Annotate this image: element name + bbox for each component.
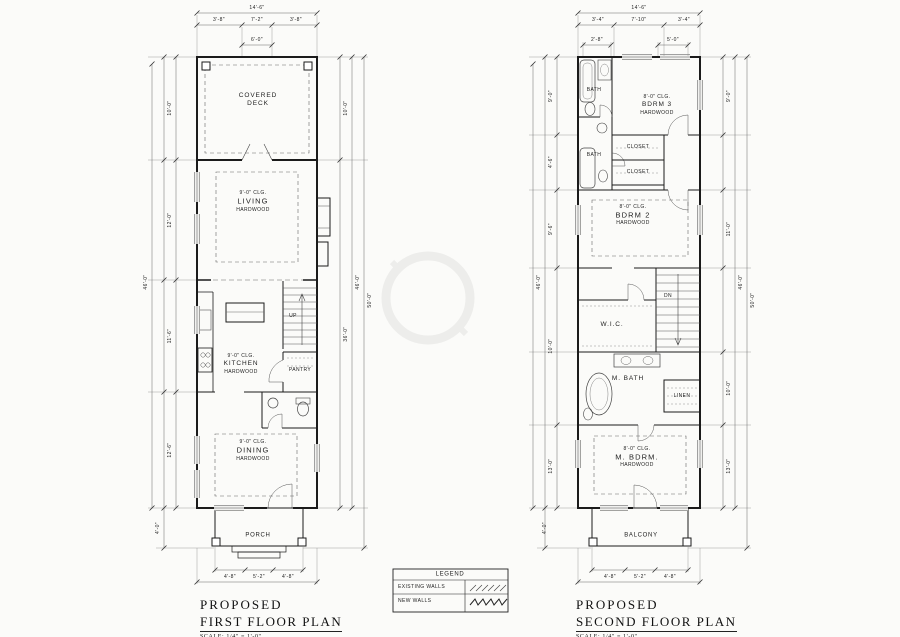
dim-text: 2'-8" [591, 37, 603, 43]
mbdrm-floor-note: HARDWOOD [620, 462, 654, 468]
bdrm3-floor-note: HARDWOOD [640, 110, 674, 116]
dim-text: 3'-8" [290, 17, 302, 23]
dim-text: 4'-0" [542, 522, 548, 534]
living-floor-note: HARDWOOD [236, 207, 270, 213]
dim-text: 4'-8" [224, 574, 236, 580]
room-label-closet-a: CLOSET [626, 144, 650, 150]
bdrm2-ceiling-note: 8'-0" CLG. [619, 204, 647, 210]
room-label-wic: W.I.C. [600, 321, 624, 329]
dim-text: 3'-4" [678, 17, 690, 23]
room-label-bdrm3: BDRM 3 [642, 101, 672, 109]
dim-text: 14'-6" [631, 5, 647, 11]
legend-existing-walls-label: EXISTING WALLS [398, 584, 446, 590]
dim-text: 46'-0" [738, 274, 744, 290]
dim-text: 10'-0" [548, 338, 554, 354]
first-floor-title-block: PROPOSED FIRST FLOOR PLAN SCALE: 1/4" = … [200, 597, 343, 637]
dim-text: 7'-10" [631, 17, 647, 23]
room-label-bath-hall: BATH [586, 152, 602, 158]
legend-new-walls-label: NEW WALLS [398, 598, 432, 604]
legend-box [392, 568, 509, 613]
legend-title: LEGEND [435, 571, 465, 578]
dim-text: 4'-8" [604, 574, 616, 580]
second-floor-scale-note: SCALE: 1/4" = 1'-0" [576, 634, 638, 637]
dim-text: 3'-8" [213, 17, 225, 23]
dim-text: 13'-0" [726, 458, 732, 474]
first-floor-scale-note: SCALE: 1/4" = 1'-0" [200, 634, 262, 637]
dim-text: 4'-0" [155, 522, 161, 534]
second-floor-plan [575, 54, 703, 547]
room-label-linen: LINEN [673, 393, 691, 399]
room-label-bath-front: BATH [586, 87, 602, 93]
first-floor-dimensions [148, 10, 368, 585]
dim-text: 50'-0" [750, 292, 756, 308]
dim-text: 10'-0" [343, 100, 349, 116]
watermark [381, 251, 475, 345]
mbdrm-ceiling-note: 8'-0" CLG. [623, 446, 651, 452]
dining-floor-note: HARDWOOD [236, 456, 270, 462]
dim-text: 4'-8" [664, 574, 676, 580]
dim-text: 11'-0" [726, 221, 732, 237]
first-floor-title-line2: FIRST FLOOR PLAN [200, 614, 343, 632]
room-label-covered-deck: COVERED DECK [238, 92, 278, 107]
room-label-kitchen: KITCHEN [223, 360, 259, 368]
room-label-bdrm2: BDRM 2 [615, 210, 651, 220]
dim-text: 3'-4" [592, 17, 604, 23]
second-floor-title-line2: SECOND FLOOR PLAN [576, 614, 737, 632]
dining-ceiling-note: 9'-0" CLG. [239, 439, 267, 445]
dim-text: 7'-2" [251, 17, 263, 23]
dim-text: 14'-6" [249, 5, 265, 11]
stair-dn-note: DN [663, 293, 673, 299]
second-floor-title-line1: PROPOSED [576, 597, 659, 612]
bdrm3-ceiling-note: 8'-0" CLG. [643, 94, 671, 100]
dim-text: 9'-0" [726, 90, 732, 102]
dim-text: 6'-0" [251, 37, 263, 43]
second-floor-title-block: PROPOSED SECOND FLOOR PLAN SCALE: 1/4" =… [576, 597, 737, 637]
dim-text: 5'-0" [667, 37, 679, 43]
room-label-balcony: BALCONY [624, 532, 658, 539]
room-label-living: LIVING [237, 196, 269, 206]
dim-text: 36'-0" [343, 326, 349, 342]
kitchen-ceiling-note: 9'-0" CLG. [227, 353, 255, 359]
living-ceiling-note: 9'-0" CLG. [239, 190, 267, 196]
first-floor-plan [194, 56, 331, 559]
room-label-pantry: PANTRY [288, 367, 312, 373]
dim-text: 4'-6" [548, 156, 554, 168]
room-label-mbath: M. BATH [611, 375, 645, 383]
dim-text: 5'-2" [253, 574, 265, 580]
dim-text: 46'-0" [355, 274, 361, 290]
dim-text: 9'-0" [548, 90, 554, 102]
dim-text: 10'-0" [167, 100, 173, 116]
kitchen-floor-note: HARDWOOD [224, 369, 258, 375]
dim-text: 13'-0" [548, 458, 554, 474]
dim-text: 11'-6" [167, 328, 173, 344]
room-label-dining: DINING [236, 445, 270, 455]
dim-text: 46'-0" [536, 274, 542, 290]
bdrm2-floor-note: HARDWOOD [616, 220, 650, 226]
room-label-mbdrm: M. BDRM. [615, 452, 659, 462]
dim-text: 46'-0" [143, 274, 149, 290]
dim-text: 50'-0" [367, 292, 373, 308]
dim-text: 12'-0" [167, 212, 173, 228]
dim-text: 12'-6" [167, 442, 173, 458]
second-floor-dimensions [529, 10, 751, 585]
dim-text: 4'-8" [282, 574, 294, 580]
dim-text: 9'-6" [548, 223, 554, 235]
dim-text: 5'-2" [634, 574, 646, 580]
room-label-porch: PORCH [245, 532, 271, 539]
dim-text: 10'-0" [726, 380, 732, 396]
stair-up-note: UP [289, 313, 297, 319]
room-label-closet-b: CLOSET [626, 169, 650, 175]
first-floor-title-line1: PROPOSED [200, 597, 283, 612]
